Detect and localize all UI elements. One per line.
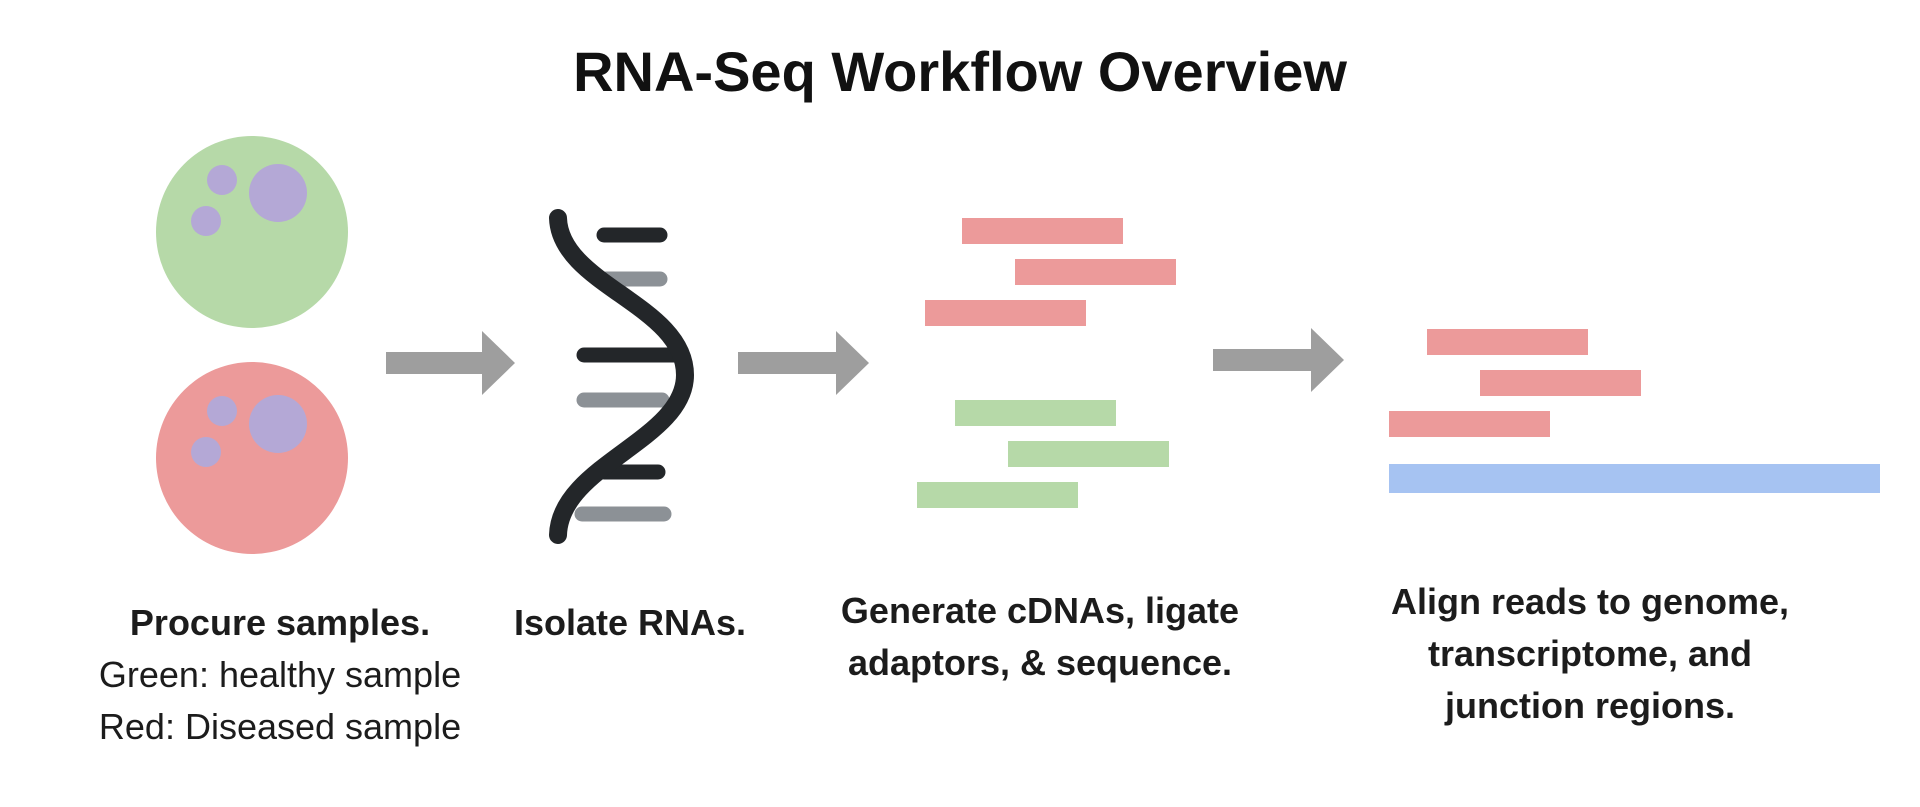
read-green [955,400,1116,426]
step-caption-line: Isolate RNAs. [513,602,747,643]
helix-rungs-front [576,227,690,480]
helix-strand [549,209,695,544]
step-caption-line: transcriptome, and [1427,633,1753,674]
diseased-cell-nucleus-small-bottom [191,437,221,467]
step-caption-line: Green: healthy sample [98,654,462,695]
diseased-cell-nucleus-small-top [207,396,237,426]
read-red [1427,329,1588,355]
step-caption-sequence: Generate cDNAs, ligate adaptors, & sequen… [800,585,1280,689]
read-red [962,218,1123,244]
read-red [1480,370,1641,396]
sequencing-reads [917,218,1176,508]
rna-helix-icon [549,209,695,544]
healthy-cell-nucleus-large [249,164,307,222]
step-caption-line: adaptors, & sequence. [847,642,1233,683]
step-caption-line: Red: Diseased sample [98,706,462,747]
arrow-right-icon [738,331,869,395]
read-red [1389,411,1550,437]
healthy-cell-body [156,136,348,328]
helix-rungs-back [574,271,672,522]
read-green [917,482,1078,508]
healthy-cell [156,136,348,328]
diseased-cell-body [156,362,348,554]
step-caption-isolate: Isolate RNAs. [500,597,760,649]
read-red [925,300,1086,326]
step-caption-line: Procure samples. [129,602,431,643]
healthy-cell-nucleus-small-bottom [191,206,221,236]
read-green [1008,441,1169,467]
arrow-right-icon [1213,328,1344,392]
step-caption-line: Generate cDNAs, ligate [840,590,1240,631]
arrow-right-icon [386,331,515,395]
diagram-title: RNA-Seq Workflow Overview [573,40,1347,103]
genome-reference-bar [1389,464,1880,493]
step-caption-align: Align reads to genome, transcriptome, and… [1360,576,1820,732]
aligned-reads [1389,329,1880,493]
healthy-cell-nucleus-small-top [207,165,237,195]
step-caption-line: Align reads to genome, [1390,581,1790,622]
diseased-cell [156,362,348,554]
read-red [1015,259,1176,285]
step-caption-line: junction regions. [1444,685,1735,726]
diseased-cell-nucleus-large [249,395,307,453]
